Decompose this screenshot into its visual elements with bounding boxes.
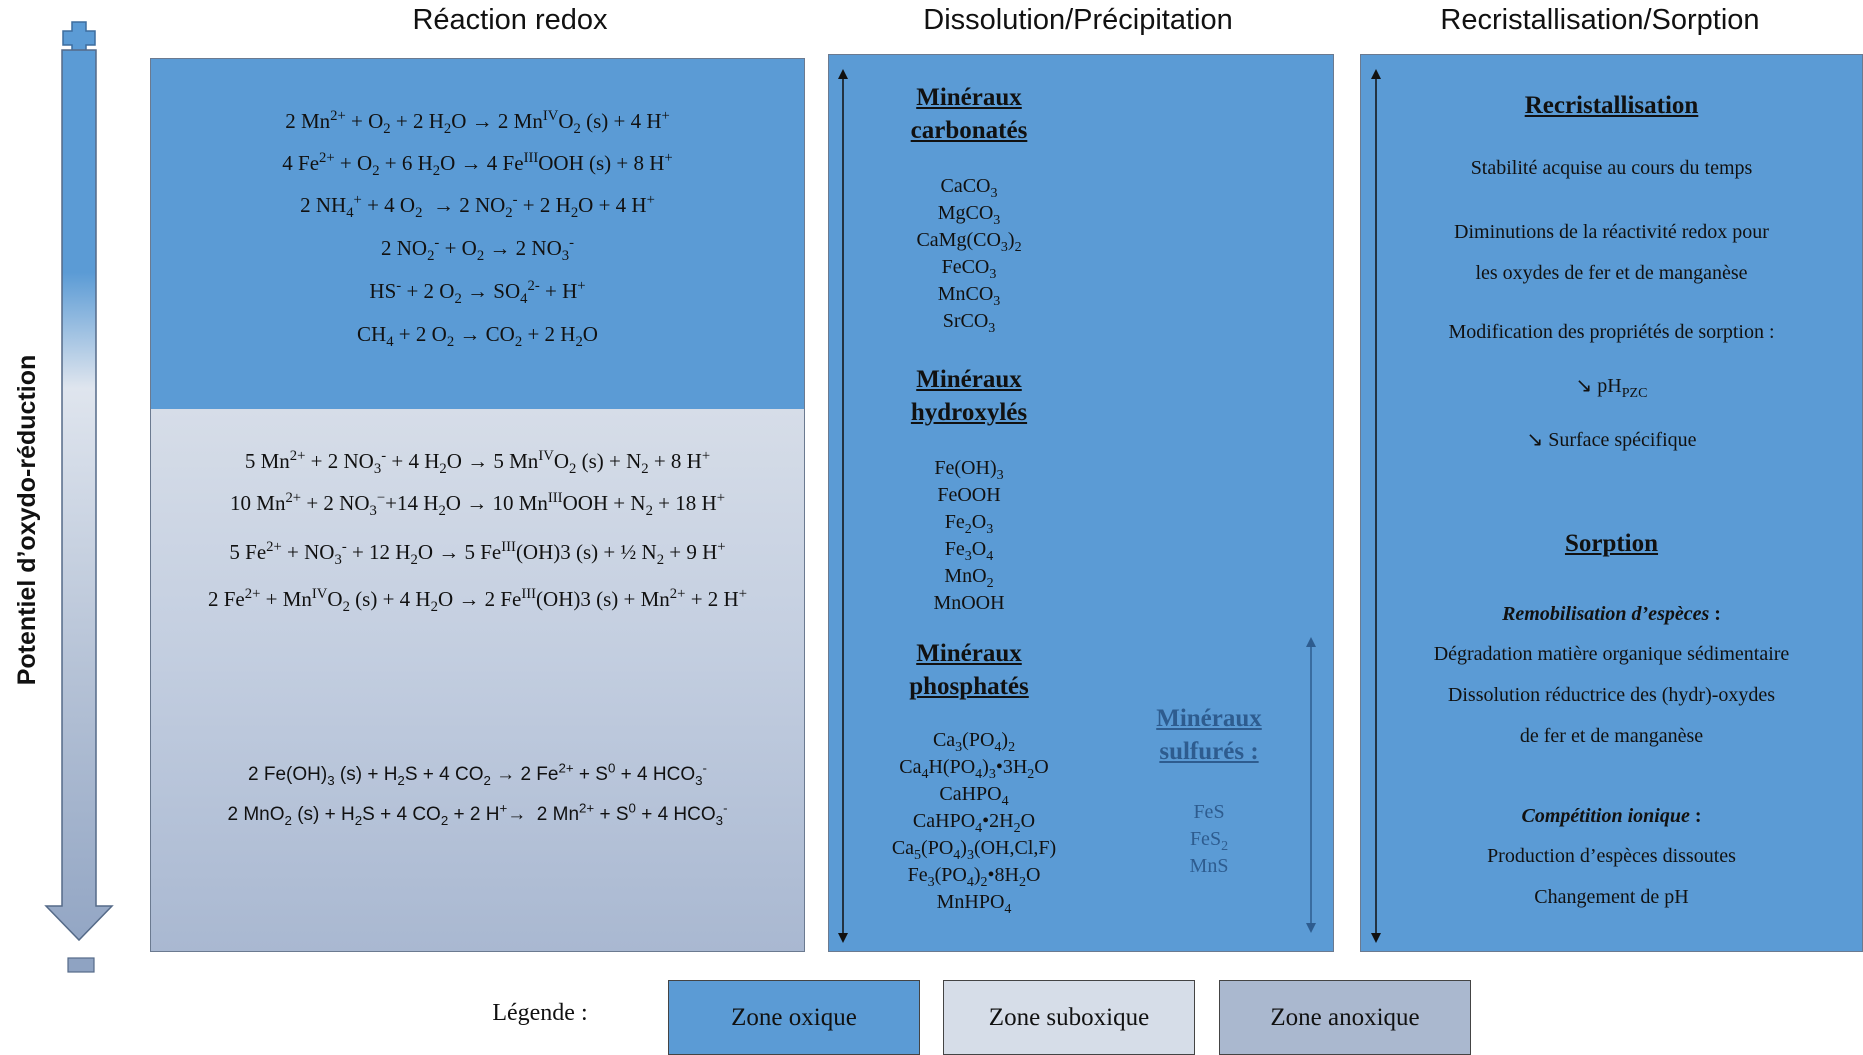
sorption-competition-title: Compétition ionique : bbox=[1521, 805, 1702, 827]
legend-label: Légende : bbox=[492, 1000, 588, 1026]
suboxic-anoxic-zone-band bbox=[151, 409, 804, 951]
sorption-line-1: Dégradation matière organique sédimentai… bbox=[1433, 643, 1790, 665]
legend-zone-suboxique: Zone suboxique bbox=[943, 980, 1195, 1055]
title-dissolution-precipitation: Dissolution/Précipitation bbox=[923, 4, 1233, 36]
equation-mn-nitrate-1: 5 Mn2+ + 2 NO3- + 4 H2O → 5 MnIVO2 (s) +… bbox=[244, 448, 711, 478]
panel-reaction-redox: 2 Mn2+ + O2 + 2 H2O → 2 MnIVO2 (s) + 4 H… bbox=[150, 58, 805, 952]
legend-zone-oxique: Zone oxique bbox=[668, 980, 920, 1055]
recristallisation-line-2: Diminutions de la réactivité redox pour bbox=[1454, 221, 1769, 243]
equation-mn-nitrate-2: 10 Mn2+ + 2 NO3−+14 H2O → 10 MnIIIOOH + … bbox=[230, 490, 725, 520]
legend-zone-anoxique: Zone anoxique bbox=[1219, 980, 1471, 1055]
oxic-zone-band bbox=[151, 59, 804, 409]
sorption-line-2: Dissolution réductrice des (hydr)-oxydes bbox=[1447, 684, 1776, 706]
sorption-line-4: Production d’espèces dissoutes bbox=[1487, 845, 1736, 867]
sorption-line-5: Changement de pH bbox=[1534, 886, 1689, 908]
heading-sorption: Sorption bbox=[1564, 530, 1659, 557]
equation-mn-oxidation: 2 Mn2+ + O2 + 2 H2O → 2 MnIVO2 (s) + 4 H… bbox=[285, 108, 670, 138]
title-recristallisation-sorption: Recristallisation/Sorption bbox=[1440, 4, 1760, 36]
redox-potential-arrow bbox=[44, 21, 114, 973]
sorption-line-3: de fer et de manganèse bbox=[1519, 725, 1704, 747]
right-range-arrow bbox=[1371, 69, 1381, 943]
equation-methane-oxidation: CH4 + 2 O2 → CO2 + 2 H2O bbox=[357, 322, 598, 351]
list-phosphates: Ca3(PO4)2 Ca4H(PO4)3•3H2O CaHPO4 CaHPO4•… bbox=[891, 729, 1057, 917]
equation-nitrification-2: 2 NO2- + O2 → 2 NO3- bbox=[380, 235, 575, 265]
recristallisation-line-surface: ↘ Surface spécifique bbox=[1526, 429, 1697, 451]
equation-nitrification-1: 2 NH4+ + 4 O2 → 2 NO2- + 2 H2O + 4 H+ bbox=[300, 192, 655, 222]
panel-recristallisation-sorption: Recristallisation Stabilité acquise au c… bbox=[1360, 54, 1863, 952]
title-reaction-redox: Réaction redox bbox=[412, 4, 608, 36]
equation-mno2-h2s: 2 MnO2 (s) + H2S + 4 CO2 + 2 H+→ 2 Mn2+ … bbox=[227, 800, 728, 828]
sorption-remobilisation-title: Remobilisation d’espèces : bbox=[1502, 603, 1721, 625]
equation-fe-oxidation: 4 Fe2+ + O2 + 6 H2O → 4 FeIIIOOH (s) + 8… bbox=[282, 150, 673, 180]
recristallisation-line-1: Stabilité acquise au cours du temps bbox=[1470, 157, 1753, 179]
sulfide-range-arrow bbox=[1306, 637, 1316, 933]
equation-fe-nitrate: 5 Fe2+ + NO3- + 12 H2O → 5 FeIII(OH)3 (s… bbox=[229, 539, 726, 569]
equation-fe-mno2: 2 Fe2+ + MnIVO2 (s) + 4 H2O → 2 FeIII(OH… bbox=[208, 586, 747, 616]
recristallisation-line-4: Modification des propriétés de sorption … bbox=[1448, 321, 1775, 343]
plus-icon bbox=[62, 21, 96, 55]
equation-feoh3-h2s: 2 Fe(OH)3 (s) + H2S + 4 CO2 → 2 Fe2+ + S… bbox=[248, 760, 707, 788]
recristallisation-line-pzc: ↘ pHPZC bbox=[1575, 375, 1648, 401]
equation-sulfide-oxidation: HS- + 2 O2 → SO42- + H+ bbox=[369, 278, 586, 308]
heading-recristallisation: Recristallisation bbox=[1524, 92, 1699, 119]
minus-icon bbox=[67, 957, 95, 973]
axis-label-potentiel: Potentiel d’oxydo-réduction bbox=[13, 354, 41, 686]
recristallisation-line-3: les oxydes de fer et de manganèse bbox=[1475, 262, 1748, 284]
left-range-arrow bbox=[838, 69, 848, 943]
